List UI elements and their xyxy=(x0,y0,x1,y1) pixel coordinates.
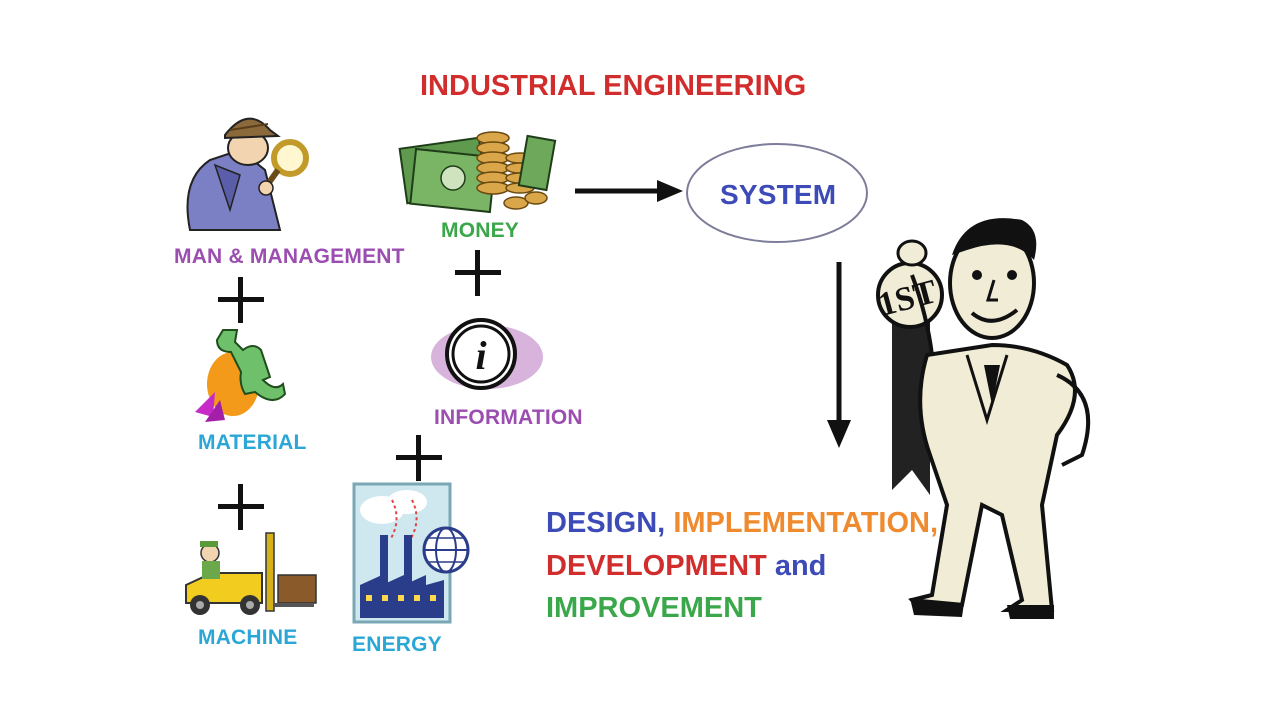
man-management-label: MAN & MANAGEMENT xyxy=(174,245,405,268)
first-place-man-icon: 1ST xyxy=(875,218,1091,619)
information-icon: i xyxy=(431,318,543,390)
forklift-icon xyxy=(185,532,317,615)
wrench-icon xyxy=(195,329,287,422)
machine-label: MACHINE xyxy=(198,626,298,649)
energy-label: ENERGY xyxy=(352,633,442,656)
factory-globe-icon xyxy=(352,482,470,624)
improvement-text: IMPROVEMENT xyxy=(546,592,762,624)
plus-sign xyxy=(396,435,442,481)
money-stack-icon xyxy=(398,131,557,214)
design-text: DESIGN, xyxy=(546,507,666,539)
money-label: MONEY xyxy=(441,219,520,242)
material-label: MATERIAL xyxy=(198,431,307,454)
system-label: SYSTEM xyxy=(720,179,837,210)
development-text: DEVELOPMENT xyxy=(546,550,767,582)
and-text: and xyxy=(774,550,827,582)
outcome-line-2: DEVELOPMENT and xyxy=(546,548,826,584)
outcome-line-1: DESIGN, IMPLEMENTATION, xyxy=(546,505,938,541)
plus-sign xyxy=(218,484,264,530)
plus-sign xyxy=(455,250,501,296)
system-ellipse xyxy=(686,143,868,243)
outcome-line-3: IMPROVEMENT xyxy=(546,590,762,626)
diagram-title: INDUSTRIAL ENGINEERING xyxy=(420,70,807,102)
info-glyph: i xyxy=(475,333,486,378)
right-arrow-icon xyxy=(575,180,683,202)
information-label: INFORMATION xyxy=(434,406,583,429)
down-arrow-icon xyxy=(827,262,851,448)
detective-icon xyxy=(186,117,309,231)
plus-sign xyxy=(218,277,264,323)
implementation-text: IMPLEMENTATION, xyxy=(673,507,939,539)
